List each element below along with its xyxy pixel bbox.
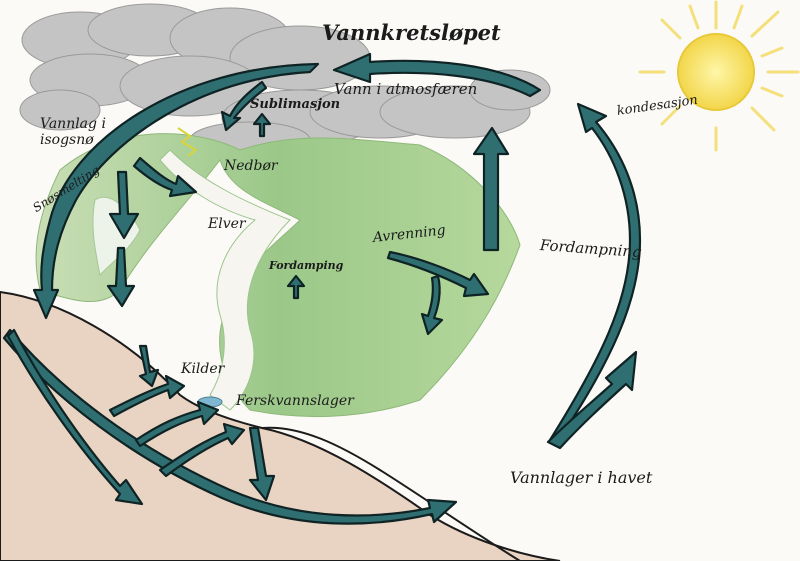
soil-ground [0,290,561,561]
arrow-precipitation-1 [132,156,198,198]
label-atmosphere: Vann i atmosfæren [334,80,478,98]
arrow-to-freshwater-2 [158,422,246,478]
arrow-sublimation [220,80,268,132]
arrow-freshwater-down [248,426,276,502]
arrow-to-springs-2 [108,374,186,418]
arrow-to-freshwater [134,400,220,448]
label-evaporation-land: Fordamping [269,259,344,272]
label-rivers: Elver [208,216,246,232]
arrow-to-atmosphere [332,52,542,98]
label-sublimation: Sublimasjon [250,97,341,112]
arrow-evaporation-small-up [286,274,306,300]
label-water-in-ice: Vannlag i isogsnø [40,116,106,148]
ground-line [261,426,521,561]
river-channel [159,149,291,411]
arrow-underground-diag [6,328,144,506]
arrow-ocean-evaporation [546,350,638,450]
lightning-icon [177,127,198,157]
arrow-ice-to-ground [32,62,320,320]
arrow-sublimation-up [252,112,272,138]
label-ocean-storage: Vannlager i havet [510,468,653,487]
arrow-snowmelt-down [106,246,136,308]
arrow-runoff [386,250,490,298]
arrow-runoff-up [472,126,510,252]
label-springs: Kilder [181,361,225,377]
label-freshwater-storage: Ferskvannslager [236,393,354,409]
arrow-precipitation-2 [108,170,140,240]
page-title: Vannkretsløpet [322,20,501,45]
arrow-condensation [548,102,642,446]
arrow-underground-long [2,328,458,525]
arrow-to-springs [138,344,160,388]
arrow-runoff-down [420,274,444,336]
label-precipitation: Nedbør [224,158,278,174]
sun-icon [638,0,800,152]
cloud-band [19,3,551,159]
